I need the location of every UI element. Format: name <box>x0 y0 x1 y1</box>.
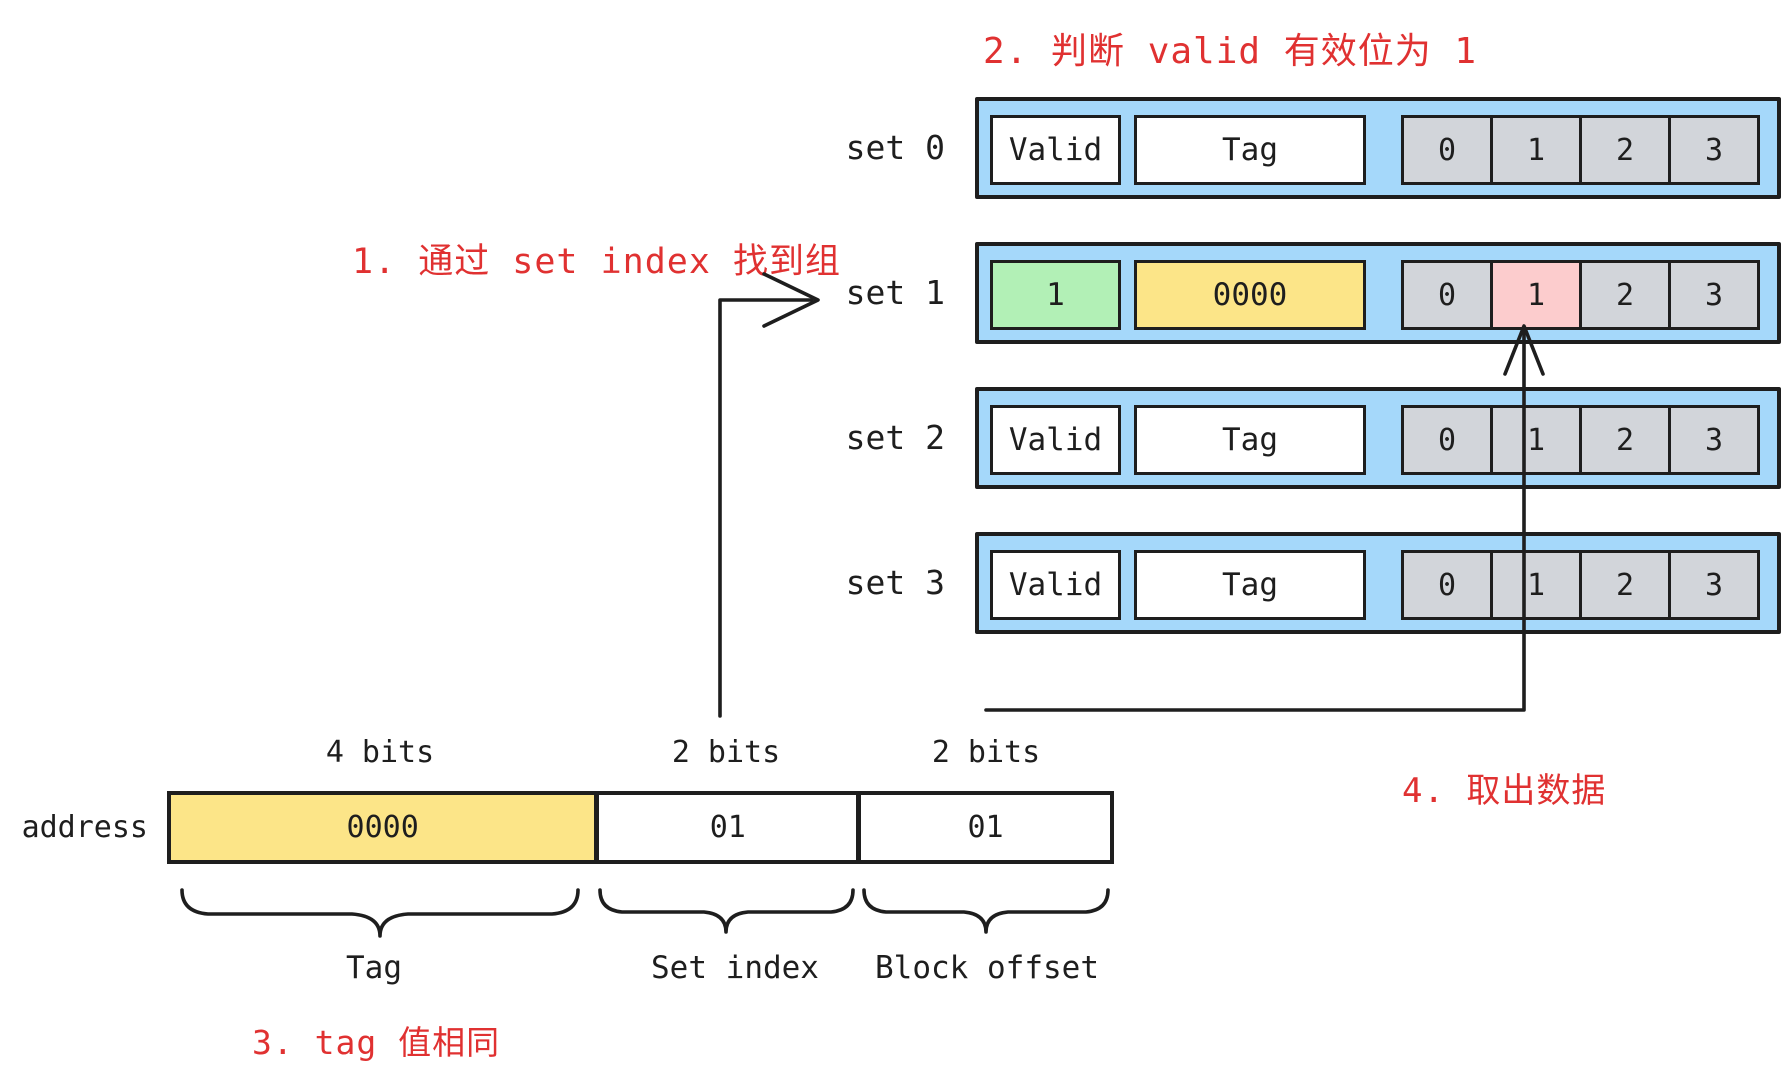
address-box: 0000 01 01 <box>167 791 1114 864</box>
set-index-brace <box>598 888 855 934</box>
block-group: 0 1 2 3 <box>1401 260 1760 330</box>
block-offset-brace <box>862 888 1110 934</box>
block-cell: 1 <box>1490 550 1582 620</box>
tag-brace <box>180 888 580 938</box>
address-block-offset-field: 01 <box>856 795 1110 860</box>
block-cell: 3 <box>1668 260 1760 330</box>
valid-box: Valid <box>990 550 1121 620</box>
set0-label: set 0 <box>845 128 945 167</box>
tag-field-name: Tag <box>346 950 402 986</box>
block-cell: 1 <box>1490 405 1582 475</box>
block-cell: 2 <box>1579 405 1671 475</box>
block-cell: 2 <box>1579 115 1671 185</box>
tag-value-match: 0000 <box>1134 260 1366 330</box>
block-group: 0 1 2 3 <box>1401 405 1760 475</box>
block-cell: 3 <box>1668 550 1760 620</box>
set-index-field-name: Set index <box>651 950 819 986</box>
block-cell: 1 <box>1490 115 1582 185</box>
block-group: 0 1 2 3 <box>1401 550 1760 620</box>
block-cell: 0 <box>1401 550 1493 620</box>
set-index-arrow-line <box>718 298 814 718</box>
block-cell: 3 <box>1668 405 1760 475</box>
block-offset-bits-label: 2 bits <box>931 735 1041 770</box>
address-tag-field: 0000 <box>171 795 595 860</box>
block-offset-field-name: Block offset <box>875 950 1099 986</box>
set1-label: set 1 <box>845 273 945 312</box>
block-group: 0 1 2 3 <box>1401 115 1760 185</box>
block-cell: 0 <box>1401 115 1493 185</box>
address-set-index-field: 01 <box>594 795 856 860</box>
block-cell: 2 <box>1579 260 1671 330</box>
block-cell: 0 <box>1401 260 1493 330</box>
annotation-step4: 4. 取出数据 <box>1402 771 1607 811</box>
tag-bits-label: 4 bits <box>325 735 435 770</box>
tag-box: Tag <box>1134 115 1366 185</box>
block-cell-hit: 1 <box>1490 260 1582 330</box>
cache-set-row-1: 1 0000 0 1 2 3 <box>975 242 1781 344</box>
tag-box: Tag <box>1134 550 1366 620</box>
cache-set-row-2: Valid Tag 0 1 2 3 <box>975 387 1781 489</box>
annotation-step3: 3. tag 值相同 <box>252 1023 501 1062</box>
block-cell: 2 <box>1579 550 1671 620</box>
set3-label: set 3 <box>845 563 945 602</box>
set2-label: set 2 <box>845 418 945 457</box>
block-cell: 0 <box>1401 405 1493 475</box>
annotation-step2: 2. 判断 valid 有效位为 1 <box>983 31 1478 72</box>
address-label: address <box>21 810 148 845</box>
valid-box: Valid <box>990 405 1121 475</box>
block-cell: 3 <box>1668 115 1760 185</box>
annotation-step1: 1. 通过 set index 找到组 <box>352 242 842 282</box>
cache-set-row-3: Valid Tag 0 1 2 3 <box>975 532 1781 634</box>
valid-bit-match: 1 <box>990 260 1121 330</box>
tag-box: Tag <box>1134 405 1366 475</box>
cache-set-row-0: Valid Tag 0 1 2 3 <box>975 97 1781 199</box>
set-index-bits-label: 2 bits <box>671 735 781 770</box>
valid-box: Valid <box>990 115 1121 185</box>
